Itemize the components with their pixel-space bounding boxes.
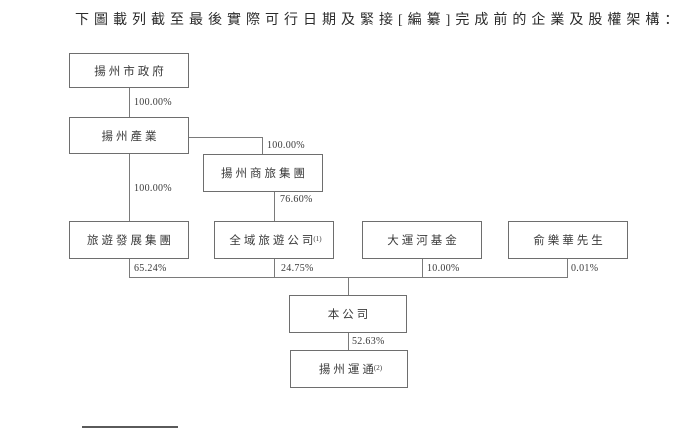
ownership-pct-yulehua-company: 0.01% bbox=[571, 263, 599, 274]
node-tourism-development-group: 旅遊發展集團 bbox=[69, 221, 189, 259]
footnote-marker-1: (1) bbox=[313, 235, 322, 243]
node-label: 大運河基金 bbox=[387, 235, 460, 247]
ownership-pct-commerce-quanyu: 76.60% bbox=[280, 194, 313, 205]
footnote-divider bbox=[82, 426, 178, 428]
node-label: 旅遊發展集團 bbox=[87, 235, 174, 247]
ownership-pct-government-industry: 100.00% bbox=[134, 97, 172, 108]
node-label: 揚州市政府 bbox=[94, 65, 167, 78]
edge-company-yuntong-line bbox=[348, 333, 349, 350]
node-label: 揚州商旅集團 bbox=[221, 168, 308, 180]
edge-canalfund-bus-line bbox=[422, 259, 423, 277]
ownership-pct-industry-tourismdev: 100.00% bbox=[134, 183, 172, 194]
node-label: 本公司 bbox=[327, 309, 372, 321]
node-label: 俞樂華先生 bbox=[533, 235, 606, 247]
edge-tourismdev-bus-line bbox=[129, 259, 130, 277]
node-grand-canal-fund: 大運河基金 bbox=[362, 221, 482, 259]
node-the-company: 本公司 bbox=[289, 295, 407, 333]
edge-commerce-quanyu-line bbox=[274, 192, 275, 221]
edge-quanyu-bus-line bbox=[274, 259, 275, 277]
node-label: 揚州運通 bbox=[318, 364, 377, 376]
node-label: 全域旅遊公司 bbox=[229, 235, 317, 247]
ownership-pct-quanyu-company: 24.75% bbox=[281, 263, 314, 274]
edge-bus-company-line bbox=[348, 277, 349, 295]
ownership-pct-company-yuntong: 52.63% bbox=[352, 336, 385, 347]
node-label: 揚州產業 bbox=[101, 130, 160, 143]
edge-industry-commerce-hline bbox=[189, 137, 263, 138]
node-yangzhou-commerce-travel-group: 揚州商旅集團 bbox=[203, 154, 323, 192]
edge-industry-tourismdev-line bbox=[129, 154, 130, 221]
edge-yulehua-bus-line bbox=[567, 259, 568, 277]
node-yangzhou-yuntong: 揚州運通(2) bbox=[290, 350, 408, 388]
ownership-pct-tourismdev-company: 65.24% bbox=[134, 263, 167, 274]
ownership-pct-canalfund-company: 10.00% bbox=[427, 263, 460, 274]
node-quanyu-tourism-company: 全域旅遊公司(1) bbox=[214, 221, 334, 259]
node-yangzhou-government: 揚州市政府 bbox=[69, 53, 189, 88]
edge-industry-commerce-vline bbox=[262, 137, 263, 154]
page-title: 下圖載列截至最後實際可行日期及緊接[編纂]完成前的企業及股權架構： bbox=[75, 13, 684, 28]
node-mr-yu-lehua: 俞樂華先生 bbox=[508, 221, 628, 259]
node-yangzhou-industry: 揚州產業 bbox=[69, 117, 189, 154]
footnote-marker-2: (2) bbox=[373, 364, 383, 372]
ownership-pct-industry-commerce: 100.00% bbox=[267, 140, 305, 151]
edge-government-industry-line bbox=[129, 88, 130, 117]
